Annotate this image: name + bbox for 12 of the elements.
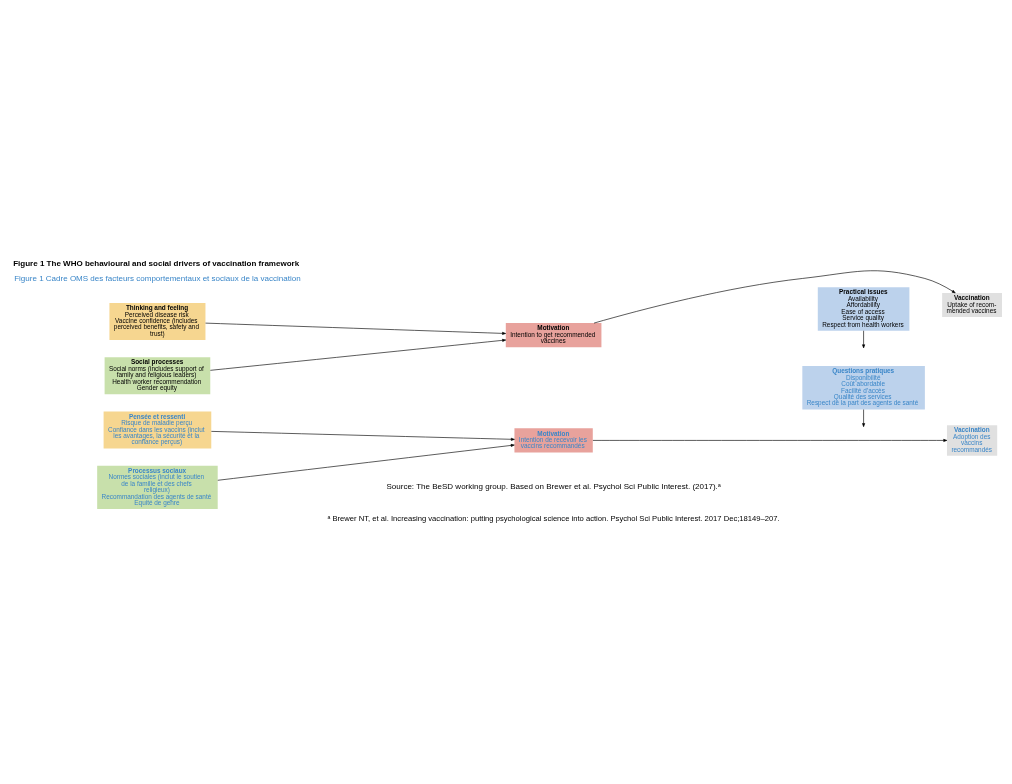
diagram-title: Figure 1 The WHO behavioural and social drivers of vaccination framework <box>13 258 300 268</box>
label: ᵃ Brewer NT, et al. Increasing vaccination: putting psychological science into action. Psychol Sci Public Interest. 2017 Dec;18149–207. <box>327 513 780 523</box>
arrow <box>211 430 515 441</box>
caption: Source: The BeSD working group. Based on Brewer et al. Psychol Sci Public Interest. (2017).ᵃ <box>386 481 721 491</box>
label: Figure 1 Cadre OMS des facteurs comportementaux et sociaux de la vaccination <box>14 272 301 282</box>
arrow <box>210 338 507 371</box>
arrow <box>205 322 506 335</box>
arrow <box>862 329 866 348</box>
arrow <box>593 269 956 323</box>
arrow <box>862 408 866 427</box>
arrow <box>217 443 515 481</box>
arrow <box>592 438 948 442</box>
